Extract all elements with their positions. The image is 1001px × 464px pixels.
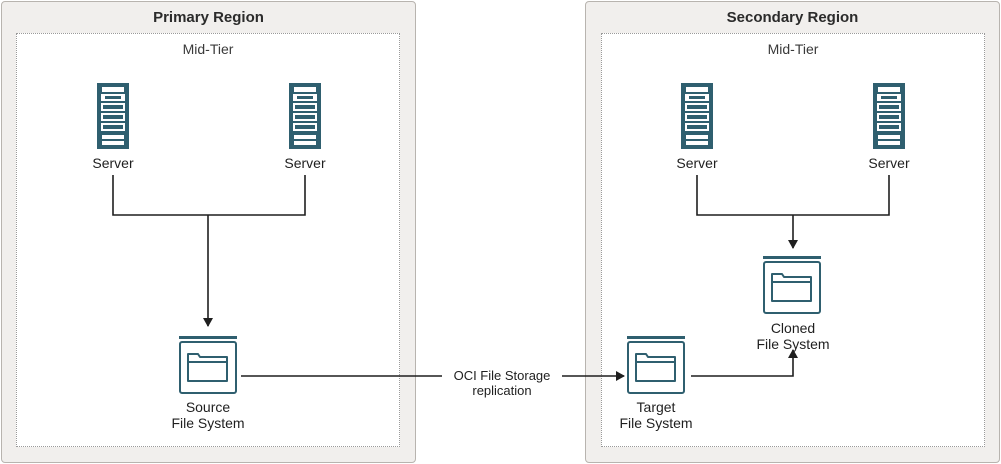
target-file-system-label-line1: Target <box>636 399 676 415</box>
target-file-system-icon <box>626 335 686 394</box>
primary-mid-tier-title: Mid-Tier <box>182 41 234 57</box>
target-to-cloned-arrow <box>691 349 798 377</box>
replication-label-line1: OCI File Storage <box>453 368 551 383</box>
target-file-system-label: Target File System <box>596 399 716 431</box>
primary-server-1-icon <box>97 83 129 149</box>
cloned-file-system-icon <box>762 255 822 314</box>
primary-region-title: Primary Region <box>153 9 264 26</box>
primary-server-1-label: Server <box>92 155 134 171</box>
cloned-file-system-label: Cloned File System <box>733 320 853 352</box>
primary-server-2-label: Server <box>284 155 326 171</box>
secondary-server-1-label: Server <box>676 155 718 171</box>
source-file-system-icon <box>178 335 238 394</box>
secondary-server-1-icon <box>681 83 713 149</box>
secondary-mid-tier-title: Mid-Tier <box>767 41 819 57</box>
secondary-servers-connector <box>696 175 890 216</box>
secondary-server-2-label: Server <box>868 155 910 171</box>
replication-label-line2: replication <box>472 383 532 398</box>
cloned-file-system-label-line1: Cloned <box>770 320 816 336</box>
source-file-system-label-line1: Source <box>185 399 231 415</box>
source-file-system-label: Source File System <box>148 399 268 431</box>
source-file-system-label-line2: File System <box>171 415 245 431</box>
replication-label: OCI File Storage replication <box>442 368 562 398</box>
secondary-server-2-icon <box>873 83 905 149</box>
primary-servers-connector <box>112 175 306 216</box>
secondary-region-title: Secondary Region <box>726 9 859 26</box>
target-file-system-label-line2: File System <box>619 415 693 431</box>
cloned-file-system-label-line2: File System <box>756 336 830 352</box>
primary-server-2-icon <box>289 83 321 149</box>
